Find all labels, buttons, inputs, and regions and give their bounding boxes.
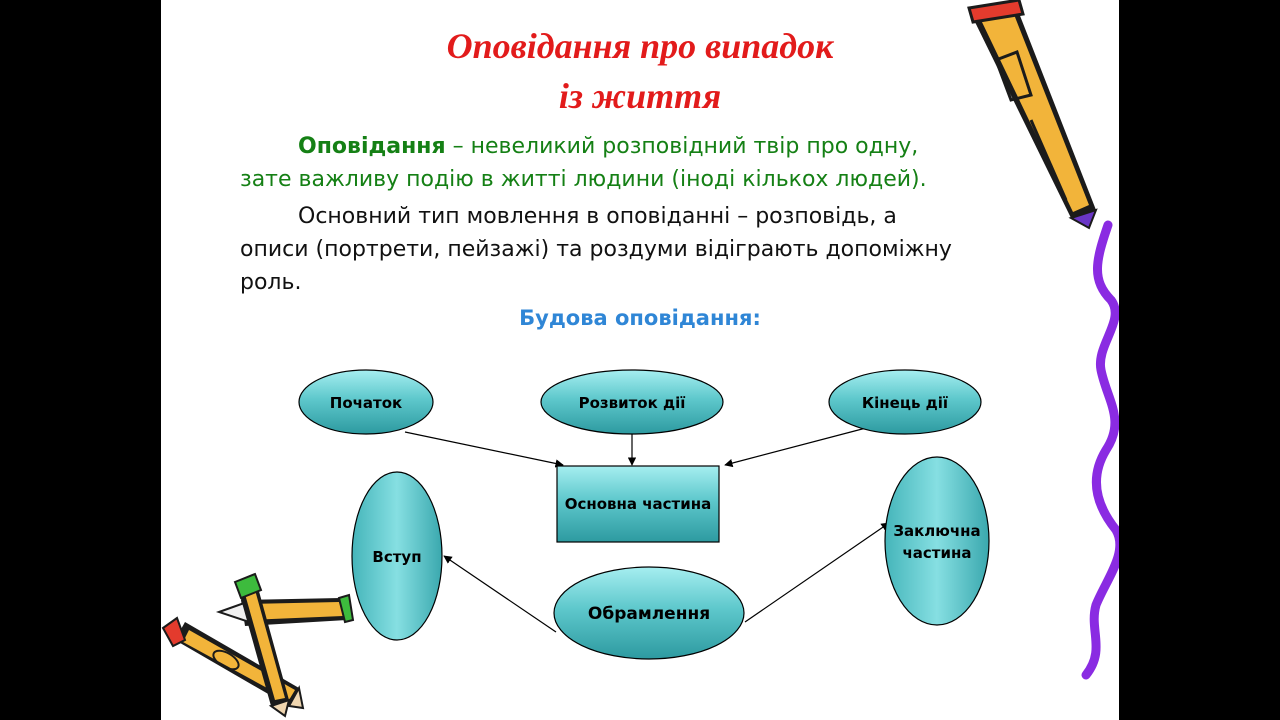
connector-start-main	[404, 431, 564, 468]
node-ending: Кінець дії	[828, 369, 982, 435]
slide: Оповідання про випадок із життя Оповідан…	[161, 0, 1119, 720]
node-intro: Вступ	[351, 471, 443, 641]
node-main-part: Основна частина	[556, 465, 720, 543]
connector-framing-conclusion	[744, 522, 890, 623]
title-line-1: Оповідання про випадок	[446, 26, 834, 66]
node-intro-label: Вступ	[372, 548, 421, 566]
connector-ending-main	[724, 427, 867, 468]
pencil-icon-top-right	[967, 0, 1098, 230]
node-framing: Обрамлення	[553, 566, 745, 660]
node-conclusion: Заключна частина	[884, 456, 990, 626]
definition-term: Оповідання	[298, 134, 446, 159]
node-conclusion-label-1: Заключна	[893, 522, 980, 540]
paragraph2-line-2: описи (портрети, пейзажі) та роздуми від…	[240, 237, 952, 262]
node-development-label: Розвиток дії	[579, 394, 686, 412]
connector-framing-intro	[443, 555, 557, 633]
node-framing-label: Обрамлення	[588, 604, 710, 624]
structure-heading: Будова оповідання:	[519, 306, 761, 330]
node-start-label: Початок	[330, 394, 402, 412]
structure-diagram: Початок Розвиток дії Кінець дії Основна …	[161, 0, 1119, 718]
definition-line-2: зате важливу подію в житті людини (іноді…	[240, 167, 927, 192]
wavy-decoration	[1081, 220, 1119, 680]
node-conclusion-label-2: частина	[902, 544, 971, 562]
node-ending-label: Кінець дії	[862, 394, 948, 412]
paragraph2-text-1: Основний тип мовлення в оповіданні – роз…	[298, 204, 897, 229]
node-development: Розвиток дії	[540, 369, 724, 435]
paragraph2-line-3: роль.	[240, 270, 302, 295]
definition-line-1: Оповідання – невеликий розповідний твір …	[240, 130, 918, 163]
paragraph2-line-1: Основний тип мовлення в оповіданні – роз…	[240, 200, 897, 233]
definition-text: – невеликий розповідний твір про одну,	[445, 134, 919, 159]
pencils-icon-bottom-left	[161, 572, 355, 718]
node-main-part-label: Основна частина	[565, 495, 712, 513]
title-line-2: із життя	[558, 76, 722, 116]
node-start: Початок	[298, 369, 434, 435]
